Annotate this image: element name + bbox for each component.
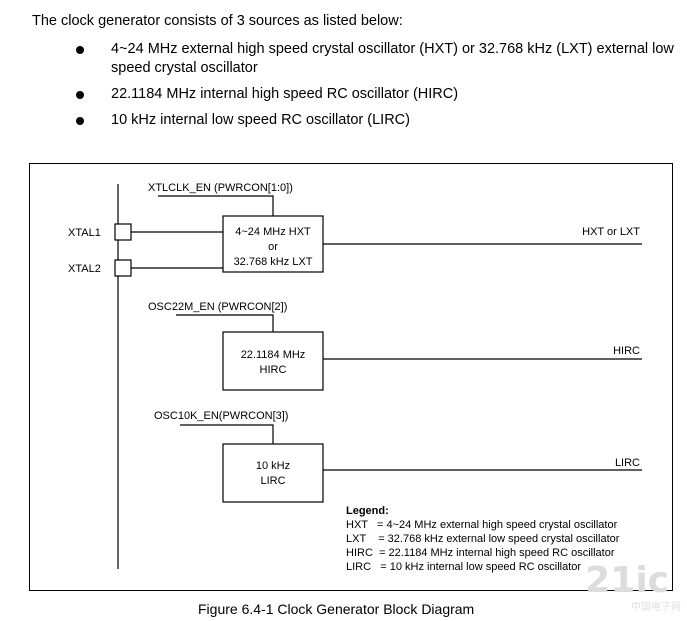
watermark-logo: 21ic [585,560,669,601]
hxt-block-line-1: 4~24 MHz HXT [235,226,311,238]
hirc-block-line-2: HIRC [260,364,287,376]
source-list: 4~24 MHz external high speed crystal osc… [76,40,681,137]
hirc-block-line-1: 22.1184 MHz [241,349,306,361]
bullet-dot [76,91,84,99]
lirc-block-line-1: 10 kHz [256,460,290,472]
legend-line-hxt: HXT = 4~24 MHz external high speed cryst… [346,519,618,531]
hirc-output-label: HIRC [613,345,640,357]
watermark-logo-subtitle: 中国电子网 [631,602,681,613]
lirc-block-line-2: LIRC [260,475,285,487]
xtal1-label: XTAL1 [68,227,101,239]
legend-title: Legend: [346,505,389,517]
bullet-dot [76,46,84,54]
legend-line-hirc: HIRC = 22.1184 MHz internal high speed R… [346,547,615,559]
list-item: 4~24 MHz external high speed crystal osc… [76,40,681,78]
list-item: 22.1184 MHz internal high speed RC oscil… [76,85,681,104]
xtal2-label: XTAL2 [68,263,101,275]
lirc-block [222,443,324,503]
hxt-block-line-3: 32.768 kHz LXT [234,256,313,268]
intro-text: The clock generator consists of 3 source… [32,13,403,29]
list-item-text: 22.1184 MHz internal high speed RC oscil… [111,86,459,102]
clock-generator-diagram: XTAL1 XTAL2 XTLCLK_EN (PWRCON[1:0]) 4~24… [29,163,673,591]
list-item-text: 10 kHz internal low speed RC oscillator … [111,112,410,128]
xtal2-pin [114,259,132,277]
hirc-enable-wire [176,314,274,332]
lirc-enable-label: OSC10K_EN(PWRCON[3]) [154,410,288,422]
block-diagram-svg: XTAL1 XTAL2 XTLCLK_EN (PWRCON[1:0]) 4~24… [68,182,642,573]
hxt-enable-label: XTLCLK_EN (PWRCON[1:0]) [148,182,293,194]
xtal1-pin [114,223,132,241]
hxt-block [222,215,324,273]
bullet-dot [76,117,84,125]
list-item-text: 4~24 MHz external high speed crystal osc… [111,41,674,76]
lirc-enable-wire [180,424,274,444]
hxt-block-line-2: or [268,241,278,253]
hxt-enable-wire [158,195,274,216]
lirc-output-label: LIRC [615,457,640,469]
hirc-enable-label: OSC22M_EN (PWRCON[2]) [148,301,287,313]
legend-line-lxt: LXT = 32.768 kHz external low speed crys… [346,533,620,545]
figure-caption: Figure 6.4-1 Clock Generator Block Diagr… [198,601,475,617]
legend-line-lirc: LIRC = 10 kHz internal low speed RC osci… [346,561,581,573]
hirc-block [222,331,324,391]
hxt-output-label: HXT or LXT [582,226,640,238]
list-item: 10 kHz internal low speed RC oscillator … [76,111,681,130]
